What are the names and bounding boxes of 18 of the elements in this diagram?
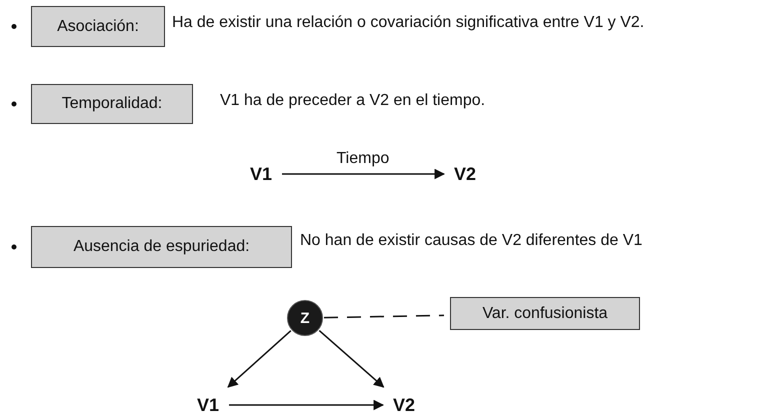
variable-label: V1 [246,162,276,186]
variable-circle: Z [287,300,323,336]
variable-label: V2 [450,162,480,186]
criterion-box: Asociación: [31,6,165,47]
variable-label: V1 [193,393,223,417]
criterion-box: Ausencia de espuriedad: [31,226,292,268]
dashed-line [324,314,444,318]
criterion-description: V1 ha de preceder a V2 en el tiempo. [220,92,486,110]
edge-label: Tiempo [334,150,392,168]
arrow [318,330,384,388]
criterion-description: No han de existir causas de V2 diferentes de V1 [300,232,642,250]
arrow [229,400,384,410]
arrow [282,168,446,180]
criterion-box: Temporalidad: [31,84,193,124]
criterion-description: Ha de existir una relación o covariación significativa entre V1 y V2. [172,14,644,32]
variable-label: V2 [389,393,419,417]
arrow [227,330,292,388]
criterion-box: Var. confusionista [450,297,640,330]
